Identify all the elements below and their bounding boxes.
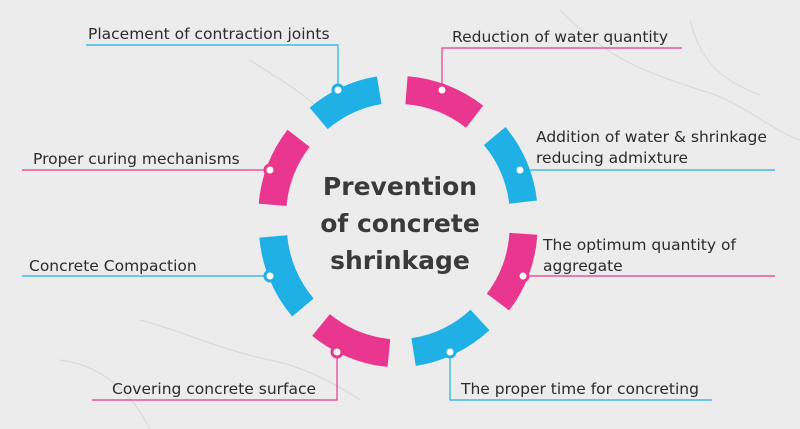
dot <box>263 163 277 177</box>
dot <box>516 269 530 283</box>
label-aggregate: The optimum quantity of aggregate <box>543 235 736 277</box>
title-line-1: Prevention <box>322 172 478 201</box>
label-curing: Proper curing mechanisms <box>33 150 240 168</box>
ring-segment <box>404 76 484 128</box>
title-line-2: of concrete <box>320 209 480 238</box>
label-covering: Covering concrete surface <box>112 380 317 398</box>
dot <box>263 269 277 283</box>
background-cracks <box>59 9 800 429</box>
label-timing: The proper time for concreting <box>461 380 699 398</box>
label-admixture-line-1: Addition of water & shrinkage <box>536 128 767 146</box>
label-compaction: Concrete Compaction <box>29 257 197 275</box>
connector-timing <box>449 352 712 401</box>
connectors <box>22 44 775 401</box>
crack-line <box>139 319 361 401</box>
label-aggregate-line-2: aggregate <box>543 257 623 275</box>
dot <box>435 83 449 97</box>
ring-segment <box>486 232 538 311</box>
crack-line <box>559 9 800 141</box>
ring-segment <box>259 234 314 317</box>
connector-contraction-joints <box>86 44 339 90</box>
ring <box>258 76 538 367</box>
ring-segment <box>312 313 391 367</box>
label-admixture-line-2: reducing admixture <box>536 149 689 167</box>
label-admixture: Addition of water & shrinkage reducing a… <box>536 127 767 169</box>
crack-line <box>249 59 321 111</box>
crack-line <box>59 359 151 429</box>
connector-water-quantity <box>441 47 682 90</box>
label-water-quantity: Reduction of water quantity <box>452 28 668 46</box>
dot <box>331 83 345 97</box>
label-aggregate-line-1: The optimum quantity of <box>543 236 736 254</box>
dot <box>443 345 457 359</box>
ring-segment <box>483 127 538 205</box>
center-title: Prevention of concrete shrinkage <box>300 168 500 279</box>
connector-covering <box>92 352 338 401</box>
dot <box>513 163 527 177</box>
crack-line <box>689 19 761 96</box>
title-line-3: shrinkage <box>330 246 470 275</box>
ring-segment <box>410 309 490 366</box>
dot <box>330 345 344 359</box>
label-contraction-joints: Placement of contraction joints <box>88 25 330 43</box>
ring-segment <box>309 76 382 130</box>
connector-dots <box>263 83 530 359</box>
ring-segment <box>258 129 310 207</box>
